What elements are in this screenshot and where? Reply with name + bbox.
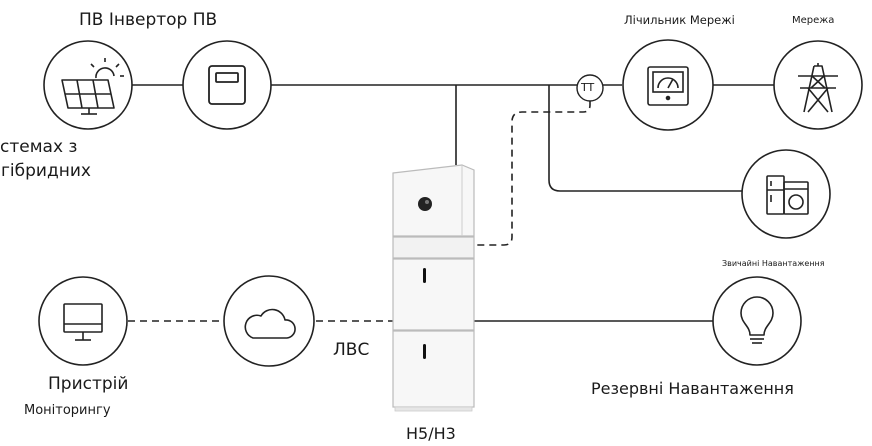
inverter-display-icon xyxy=(418,197,432,211)
battery-module-lower xyxy=(392,330,475,408)
hybrid-systems-label-1: стемах з xyxy=(0,137,78,157)
battery-indicator-icon xyxy=(423,268,426,283)
monitoring-label-2: Моніторингу xyxy=(24,403,111,418)
ct-signal-line xyxy=(474,101,591,246)
cloud-icon xyxy=(244,308,296,339)
meter-icon xyxy=(647,66,689,106)
model-label: H5/H3 xyxy=(406,424,456,443)
normal-loads-label: Звичайні Навантаження xyxy=(722,259,825,268)
power-tower-icon xyxy=(798,63,838,113)
pv-panels-node xyxy=(43,40,133,130)
grid-node xyxy=(773,40,863,130)
grid-meter-label: Лічильник Мережі xyxy=(624,13,735,27)
pv-inverter-node xyxy=(182,40,272,130)
light-bulb-icon xyxy=(740,296,774,344)
backup-loads-label: Резервні Навантаження xyxy=(591,379,794,398)
normal-loads-node xyxy=(741,149,831,239)
grid-meter-node xyxy=(622,39,714,131)
normal-load-line xyxy=(548,85,742,192)
battery-module-middle xyxy=(392,258,475,331)
lan-label: ЛВС xyxy=(333,340,370,360)
appliances-icon xyxy=(766,175,809,215)
monitor-icon xyxy=(63,303,103,341)
battery-module-upper xyxy=(392,236,475,259)
monitoring-label-1: Пристрій xyxy=(48,374,129,394)
cloud-node xyxy=(223,275,315,367)
ct-label: TT xyxy=(581,81,595,94)
solar-panel-icon xyxy=(61,58,124,115)
battery-indicator-icon-2 xyxy=(423,344,426,359)
monitoring-device-node xyxy=(38,276,128,366)
battery-base xyxy=(394,406,473,412)
hybrid-systems-label-2: гібридних xyxy=(1,161,91,181)
pv-inverter-label: ПВ Інвертор ПВ xyxy=(79,10,218,30)
grid-label: Мережа xyxy=(792,15,835,26)
inverter-icon xyxy=(208,65,246,105)
hybrid-battery-stack xyxy=(392,164,475,412)
ct-node xyxy=(576,74,604,102)
backup-loads-node xyxy=(712,276,802,366)
inverter-module xyxy=(392,164,475,237)
